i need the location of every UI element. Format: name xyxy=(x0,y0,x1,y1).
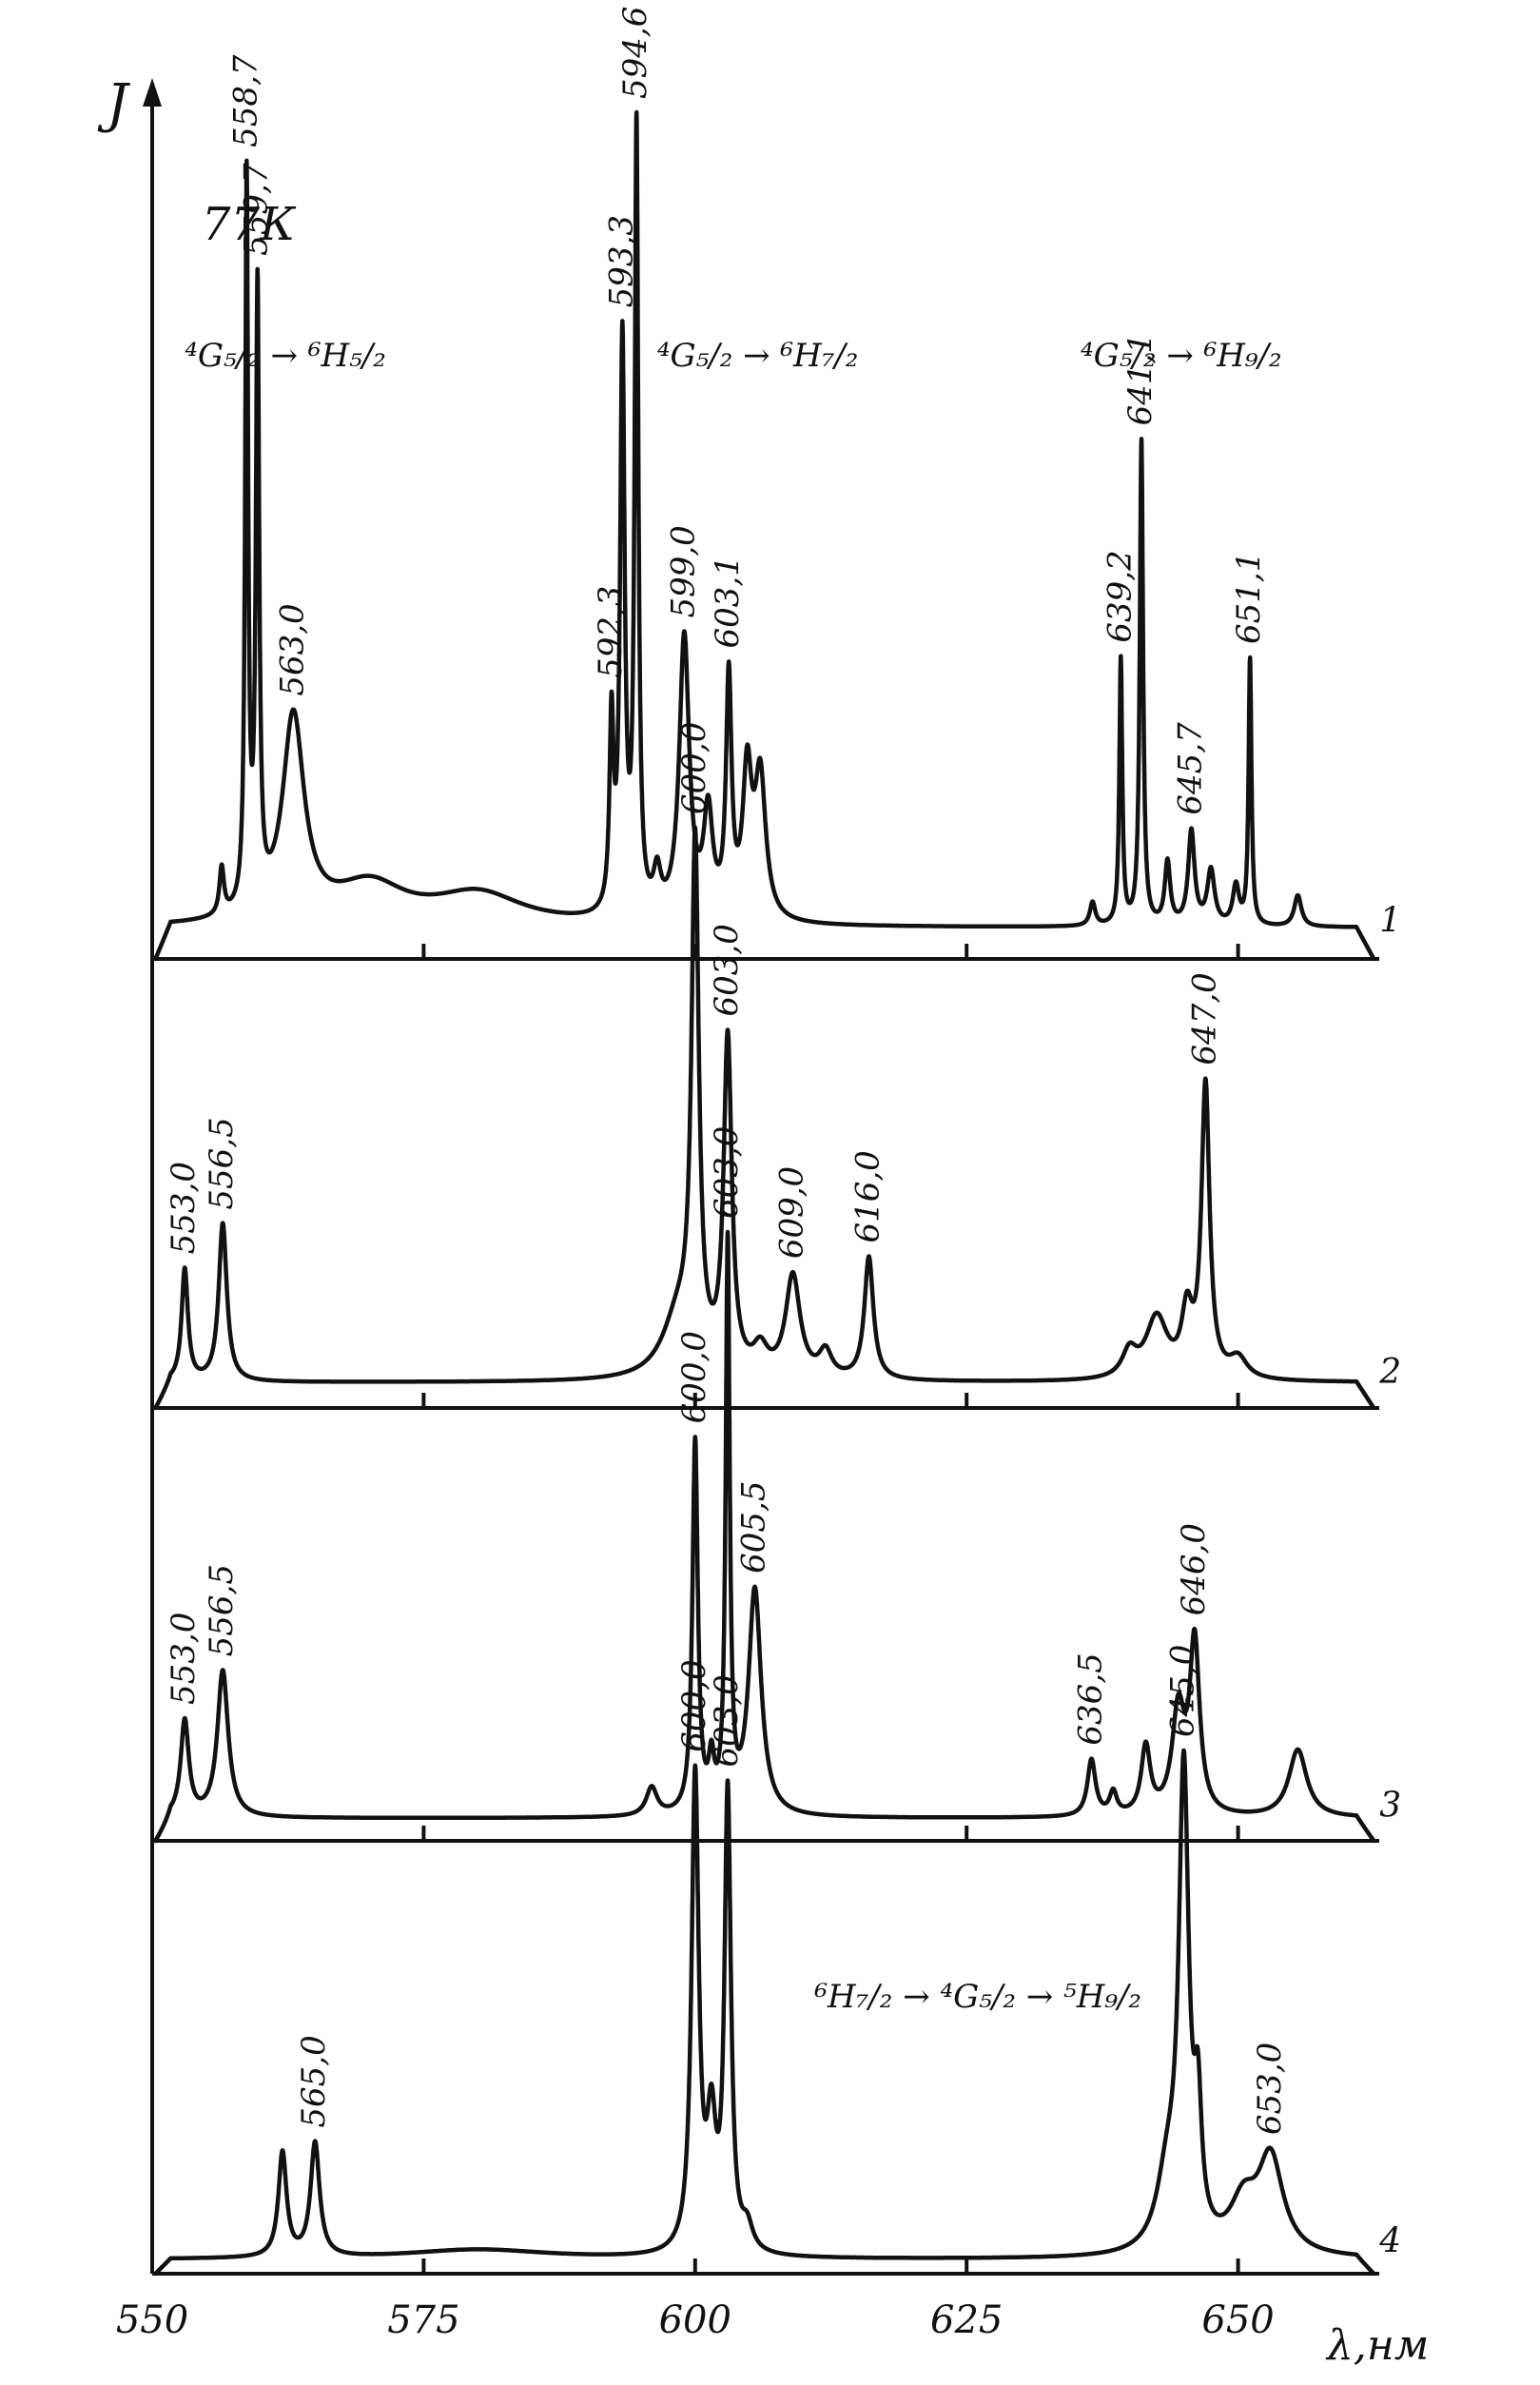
peak-label: 565,0 xyxy=(295,2035,333,2127)
peak-label: 600,0 xyxy=(675,722,713,814)
transition-labels: ⁴G₅/₂ → ⁶H₅/₂ ⁴G₅/₂ → ⁶H₇/₂ ⁴G₅/₂ → ⁶H₉/₂ ⁶… xyxy=(185,337,1281,2016)
x-tick-label: 650 xyxy=(1201,2298,1274,2342)
x-ticks: 550 575 600 625 650 xyxy=(116,944,1275,2342)
peak-label: 639,2 xyxy=(1101,550,1139,642)
spectrum-traces xyxy=(153,109,1376,2277)
peak-label: 603,1 xyxy=(709,556,747,648)
peak-label: 558,7 xyxy=(226,54,264,147)
peak-label: 651,1 xyxy=(1230,552,1268,644)
y-axis-label: J xyxy=(97,73,131,135)
peak-label: 603,0 xyxy=(708,1126,746,1219)
spectrum-trace-4 xyxy=(153,1748,1376,2277)
transition-label: ⁴G₅/₂ → ⁶H₇/₂ xyxy=(657,337,859,375)
peak-label: 616,0 xyxy=(848,1150,887,1242)
peak-label: 553,0 xyxy=(165,1162,203,1254)
spectrum-trace-2 xyxy=(153,825,1376,1411)
peak-label: 559,7 xyxy=(238,163,276,256)
x-tick-label: 575 xyxy=(387,2298,459,2342)
peak-label: 645,0 xyxy=(1164,1645,1202,1737)
peak-label: 653,0 xyxy=(1251,2043,1289,2135)
peak-label: 641,1 xyxy=(1121,333,1160,425)
peak-label: 563,0 xyxy=(273,603,311,695)
peak-label: 556,5 xyxy=(203,1564,241,1656)
series-label-4: 4 xyxy=(1378,2222,1401,2261)
peak-label: 603,0 xyxy=(708,924,746,1016)
series-label-1: 1 xyxy=(1379,901,1401,940)
spectrum-trace-1 xyxy=(153,109,1376,962)
series-label-3: 3 xyxy=(1379,1787,1401,1826)
series-labels: 1 2 3 4 xyxy=(1378,901,1401,2260)
peak-label: 556,5 xyxy=(203,1117,241,1209)
peak-label: 603,0 xyxy=(708,1674,746,1767)
y-axis-arrow xyxy=(143,78,162,107)
peak-label: 599,0 xyxy=(664,525,702,617)
x-tick-label: 550 xyxy=(116,2298,188,2342)
peak-label: 600,0 xyxy=(675,1659,713,1751)
peak-label: 647,0 xyxy=(1185,972,1223,1065)
axes: J 77К λ,нм xyxy=(97,73,1429,2370)
x-tick-label: 600 xyxy=(659,2298,731,2342)
peak-label: 605,5 xyxy=(735,1480,773,1573)
peak-label: 609,0 xyxy=(773,1166,811,1259)
transition-label: ⁴G₅/₂ → ⁶H₅/₂ xyxy=(185,337,386,375)
peak-label: 553,0 xyxy=(165,1613,203,1705)
peak-label: 645,7 xyxy=(1172,722,1210,815)
peak-label: 593,3 xyxy=(602,215,640,307)
peak-label: 592,3 xyxy=(592,586,630,678)
peak-label: 646,0 xyxy=(1175,1523,1213,1615)
series-label-2: 2 xyxy=(1378,1353,1401,1392)
panel-baselines xyxy=(152,957,1379,2276)
peak-label: 636,5 xyxy=(1071,1652,1109,1745)
transition-label: ⁶H₇/₂ → ⁴G₅/₂ → ⁵H₉/₂ xyxy=(813,1978,1141,2016)
x-axis-label: λ,нм xyxy=(1325,2321,1429,2370)
x-tick-label: 625 xyxy=(930,2298,1003,2342)
spectrum-trace-3 xyxy=(153,1229,1376,1844)
peak-label: 594,6 xyxy=(616,7,654,99)
transition-label: ⁴G₅/₂ → ⁶H₉/₂ xyxy=(1081,337,1282,375)
peak-label: 600,0 xyxy=(675,1331,713,1423)
